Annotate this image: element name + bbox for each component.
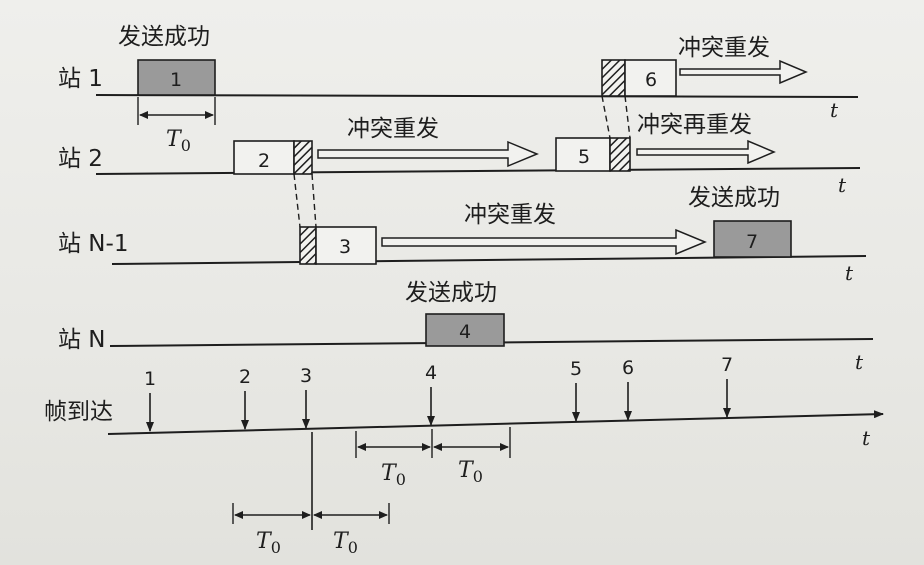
frame-3-label: 3 — [339, 236, 351, 258]
frame-1-t0-label: T0 — [166, 127, 191, 155]
arrival-mark-2-label: 2 — [239, 366, 251, 388]
arrival-axis-t: t — [862, 426, 871, 450]
station-2-axis-t: t — [838, 173, 847, 197]
station-2-timeline — [95, 167, 861, 175]
frame-5 — [555, 137, 611, 172]
arrival-mark-3-label: 3 — [300, 365, 312, 387]
station-label-2: 站 2 — [58, 146, 103, 172]
frame-6-collision-hatch — [601, 59, 626, 97]
a4-t0-left-label: T0 — [381, 461, 406, 489]
t0-symbol: T — [458, 458, 475, 483]
frame-2 — [233, 140, 295, 175]
station-n-minus-1-success-label: 发送成功 — [688, 185, 780, 211]
station-2-resend-arrow — [317, 140, 539, 168]
station-1-axis-t: t — [830, 98, 839, 122]
frame-6 — [624, 59, 677, 97]
t0-symbol: T — [333, 529, 350, 554]
frame-4-label: 4 — [459, 321, 471, 343]
t0-subscript: 0 — [348, 538, 358, 557]
collision-guide-6-5-left — [601, 95, 611, 139]
frame-7 — [713, 220, 792, 258]
station-2-resend-again-arrow — [636, 139, 776, 165]
arrival-row-label: 帧到达 — [44, 399, 113, 425]
arrival-marks: 1 2 3 4 5 6 7 — [144, 354, 733, 432]
frame-5-label: 5 — [578, 146, 590, 168]
station-1-resend-label: 冲突重发 — [678, 35, 770, 61]
station-label-1: 站 1 — [58, 66, 103, 92]
arrival-mark-5-label: 5 — [570, 358, 582, 380]
a3-t0-right-label: T0 — [333, 529, 358, 557]
t0-symbol: T — [166, 127, 183, 152]
station-n-success-label: 发送成功 — [405, 280, 497, 306]
station-label-n: 站 N — [58, 327, 106, 353]
arrival-3-t0-intervals: T0 T0 — [232, 432, 390, 557]
station-n-minus-1-resend-label: 冲突重发 — [464, 202, 556, 228]
arrival-mark-7-label: 7 — [721, 354, 733, 376]
frame-2-collision-hatch — [293, 140, 313, 175]
frame-2-label: 2 — [258, 150, 270, 172]
frame-3 — [315, 226, 377, 265]
station-n-minus-1-resend-arrow — [381, 228, 707, 256]
arrival-4-t0-intervals: T0 T0 — [355, 427, 511, 489]
station-label-n-minus-1: 站 N-1 — [58, 231, 128, 257]
frame-5-collision-hatch — [609, 137, 631, 172]
a3-t0-left-label: T0 — [256, 529, 281, 557]
frame-6-label: 6 — [645, 69, 657, 91]
t0-subscript: 0 — [473, 467, 483, 486]
frame-1-label: 1 — [170, 69, 182, 91]
collision-guide-2-3-left — [293, 173, 301, 228]
station-n-minus-1-axis-t: t — [845, 261, 854, 285]
arrival-mark-6-label: 6 — [622, 357, 634, 379]
frame-1 — [137, 59, 216, 96]
t0-symbol: T — [381, 461, 398, 486]
t0-subscript: 0 — [396, 470, 406, 489]
frame-3-collision-hatch — [299, 226, 317, 265]
arrival-mark-1-label: 1 — [144, 368, 156, 390]
station-2-resend-again-label: 冲突再重发 — [637, 112, 752, 138]
station-1-resend-arrow — [679, 59, 808, 85]
a4-t0-right-label: T0 — [458, 458, 483, 486]
t0-symbol: T — [256, 529, 273, 554]
collision-guide-2-3-right — [311, 173, 317, 228]
arrival-mark-4-label: 4 — [425, 362, 437, 384]
station-2-resend-label: 冲突重发 — [347, 116, 439, 142]
frame-4 — [425, 313, 505, 347]
frame-7-label: 7 — [746, 231, 758, 253]
collision-guide-6-5-right — [624, 95, 631, 139]
t0-subscript: 0 — [271, 538, 281, 557]
t0-subscript: 0 — [181, 136, 191, 155]
station-n-axis-t: t — [855, 350, 864, 374]
station-1-timeline — [95, 94, 859, 98]
arrival-timeline — [107, 410, 884, 435]
station-1-success-label: 发送成功 — [118, 24, 210, 50]
